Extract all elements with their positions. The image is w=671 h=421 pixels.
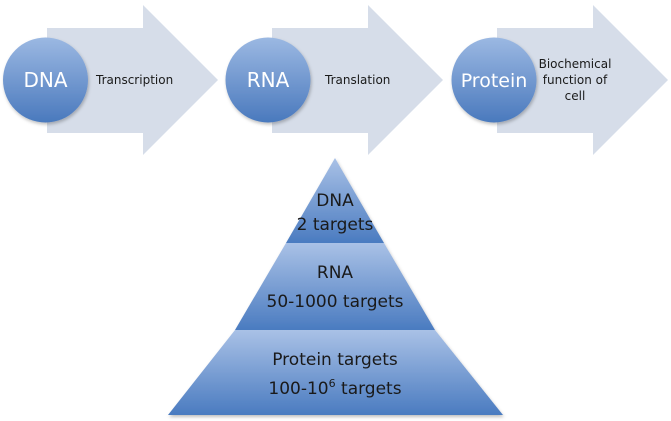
- tier-label: 50-1000 targets: [267, 292, 404, 312]
- tier-label: RNA: [317, 263, 354, 283]
- process-arrow: [272, 5, 443, 155]
- tier-label: DNA: [316, 191, 354, 211]
- process-label: Translation: [324, 73, 390, 87]
- tier-label: 2 targets: [297, 215, 374, 235]
- tier-label-with-exponent: 100-106 targets: [268, 377, 401, 399]
- process-label: cell: [565, 89, 586, 103]
- process-label: function of: [543, 73, 608, 87]
- node-label: Protein: [461, 70, 528, 92]
- tier-label-base: 100-10: [268, 379, 328, 399]
- pyramid-tier-protein: [168, 330, 503, 415]
- tier-label-exponent: 6: [329, 377, 336, 390]
- node-circle: [225, 37, 311, 123]
- node-circle: [451, 37, 537, 123]
- flow-step-dna: DNA Transcription: [3, 5, 218, 155]
- process-arrow: [497, 5, 668, 155]
- process-label: Biochemical: [539, 57, 612, 71]
- pyramid-tier-rna: [235, 243, 435, 330]
- node-label: RNA: [247, 68, 290, 92]
- tier-label: Protein targets: [272, 350, 398, 370]
- pyramid-tier-dna: [286, 158, 384, 243]
- process-arrow: [47, 5, 218, 155]
- flow-step-protein: Protein Biochemical function of cell: [451, 5, 668, 155]
- target-pyramid: [168, 158, 503, 415]
- flow-step-rna: RNA Translation: [225, 5, 443, 155]
- process-label: Transcription: [95, 73, 173, 87]
- node-circle: [3, 37, 88, 123]
- node-label: DNA: [23, 68, 67, 92]
- tier-label-rest: targets: [336, 379, 402, 399]
